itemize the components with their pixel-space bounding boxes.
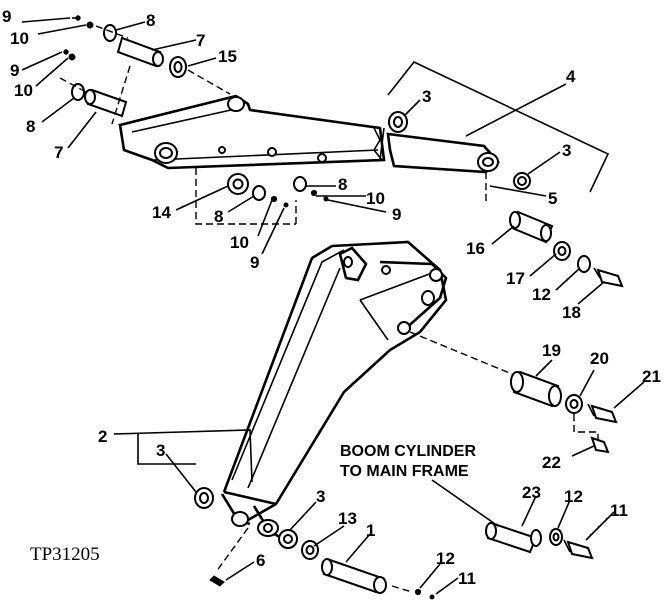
callout-18: 18 [562,303,581,322]
callout-10: 10 [14,81,33,100]
callout-2: 2 [98,427,107,446]
callout-4: 4 [566,67,576,86]
callout-16: 16 [466,239,485,258]
callout-7: 7 [196,31,205,50]
callout-10: 10 [230,233,249,252]
middle-pin-hardware [195,168,329,225]
boom-cylinder-frame-pin [485,522,594,560]
callout-15: 15 [218,47,237,66]
callout-22: 22 [542,453,561,472]
callout-3: 3 [316,487,325,506]
callout-10: 10 [366,189,385,208]
boom-weldment [220,240,513,540]
callout-labels: 9 10 8 7 15 9 10 8 7 4 3 3 5 14 8 10 9 8… [2,7,661,588]
callout-12: 12 [532,285,551,304]
callout-21: 21 [642,367,661,386]
figure-id-code: TP31205 [30,544,100,565]
lock-washer-part [86,21,94,29]
callout-12: 12 [564,487,583,506]
callout-23: 23 [522,483,541,502]
callout-8: 8 [26,117,35,136]
callout-7: 7 [54,143,63,162]
callout-11: 11 [458,569,476,588]
leader-lines [21,17,645,595]
callout-8: 8 [338,175,347,194]
callout-12: 12 [436,549,455,568]
callout-10: 10 [10,29,29,48]
callout-14: 14 [152,203,171,222]
boom-cylinder-pin-hardware [510,370,618,454]
callout-8: 8 [146,11,155,30]
callout-3: 3 [562,141,571,160]
boom-foot-hardware [194,487,435,600]
callout-3: 3 [422,87,431,106]
callout-13: 13 [338,509,357,528]
upper-pin-hardware [59,15,231,125]
callout-5: 5 [548,189,557,208]
callout-3: 3 [156,441,165,460]
callout-20: 20 [590,349,609,368]
callout-11: 11 [610,501,628,520]
boom-cylinder-note: BOOM CYLINDER TO MAIN FRAME [340,443,476,480]
callout-1: 1 [366,521,375,540]
callout-9: 9 [10,61,19,80]
note-line: BOOM CYLINDER [340,443,476,460]
shim-part [103,24,117,42]
callout-9: 9 [250,253,259,272]
callout-9: 9 [2,7,11,26]
callout-6: 6 [256,551,265,570]
callout-17: 17 [506,269,525,288]
callout-19: 19 [542,341,561,360]
callout-9: 9 [392,205,401,224]
note-line: TO MAIN FRAME [340,463,469,480]
callout-8: 8 [214,207,223,226]
upper-link-assembly [118,61,610,204]
right-pin-hardware [509,210,624,288]
cap-screw-part [75,15,81,21]
